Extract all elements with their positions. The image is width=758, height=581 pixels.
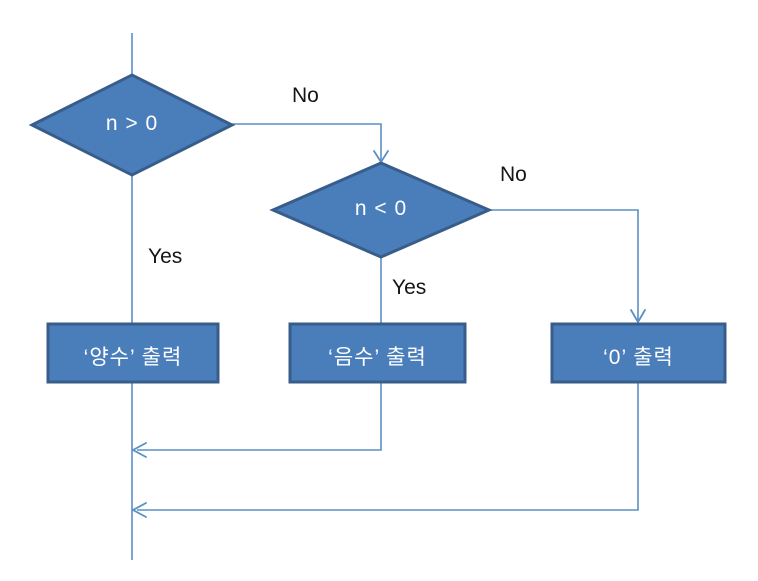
connector-p3-merge <box>137 382 639 511</box>
arrowhead-into-p3 <box>630 309 646 323</box>
process-shape-print-negative <box>288 322 467 384</box>
decision-shape-n-greater-than-0 <box>28 73 236 177</box>
connector-d1-no <box>232 123 382 162</box>
connector-p2-merge <box>137 382 382 451</box>
arrowhead-merge-p3 <box>132 502 147 518</box>
arrowhead-merge-p2 <box>132 442 147 458</box>
decision-shape-n-less-than-0 <box>269 161 493 259</box>
edge-label-d1-yes: Yes <box>148 245 183 268</box>
process-shape-print-positive <box>46 322 220 384</box>
edge-label-d2-no: No <box>500 163 527 186</box>
connector-d2-no <box>489 209 639 320</box>
process-shape-print-zero <box>550 322 727 384</box>
edge-label-d1-no: No <box>292 84 319 107</box>
edge-label-d2-yes: Yes <box>392 276 427 299</box>
